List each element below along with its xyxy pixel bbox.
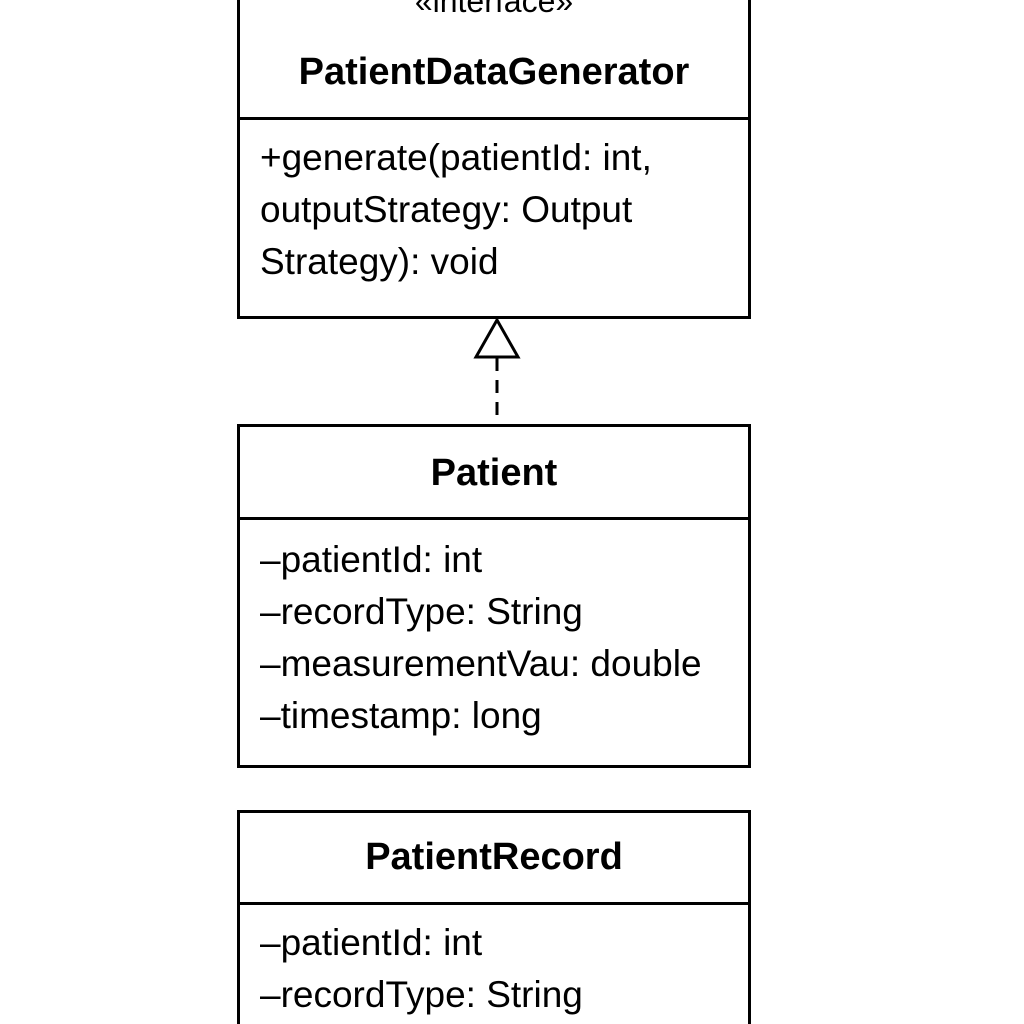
attribute-line: –patientId: int	[260, 922, 483, 963]
class-header: PatientRecord	[240, 813, 748, 905]
class-attributes: –patientId: int –recordType: String	[240, 905, 748, 1021]
class-header: Patient	[240, 427, 748, 520]
attribute-line: –recordType: String	[260, 974, 583, 1015]
operation-line: Strategy): void	[260, 241, 499, 282]
attribute-line: –patientId: int	[260, 539, 483, 580]
class-box-patient-data-generator: «interface» PatientDataGenerator +genera…	[237, 0, 751, 319]
attribute-line: –recordType: String	[260, 591, 583, 632]
class-box-patient-record: PatientRecord –patientId: int –recordTyp…	[237, 810, 751, 1024]
class-attributes: –patientId: int –recordType: String –mea…	[240, 520, 748, 742]
operation-line: outputStrategy: Output	[260, 189, 633, 230]
class-header: «interface» PatientDataGenerator	[240, 0, 748, 120]
class-name: PatientDataGenerator	[298, 51, 690, 93]
class-operations: +generate(patientId: int, outputStrategy…	[240, 120, 748, 288]
class-name: Patient	[430, 452, 558, 494]
attribute-line: –measurementVau: double	[260, 643, 702, 684]
attribute-line: –timestamp: long	[260, 695, 542, 736]
class-box-patient: Patient –patientId: int –recordType: Str…	[237, 424, 751, 768]
hollow-triangle-arrowhead	[473, 316, 521, 359]
class-name: PatientRecord	[365, 836, 623, 878]
interface-stereotype: «interface»	[414, 0, 574, 19]
operation-line: +generate(patientId: int,	[260, 137, 652, 178]
